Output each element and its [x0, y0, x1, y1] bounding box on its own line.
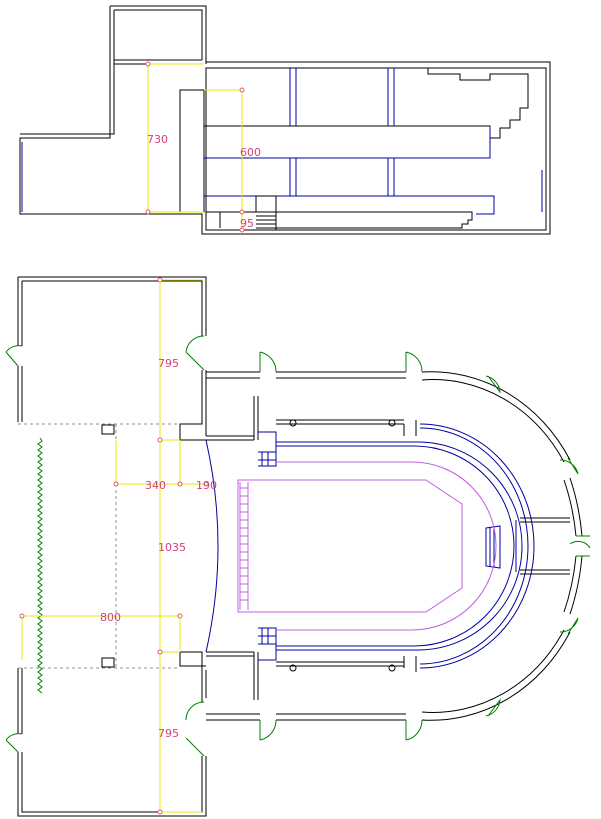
door-auditorium-3: [485, 375, 501, 394]
section-dim-label-600: 600: [240, 146, 261, 159]
plan-auditorium-wall-right: [563, 477, 583, 615]
section-columns: [289, 68, 395, 196]
section-stair: [256, 211, 276, 229]
door-auditorium-2: [405, 351, 423, 373]
door-wing-top: [185, 335, 205, 371]
plan-pillar-bottom: [101, 657, 115, 668]
door-wing-bottom: [185, 701, 205, 757]
plan-dim-label-340: 340: [145, 479, 166, 492]
floor-plan: 795 340 190 1035 800 795: [5, 276, 591, 817]
plan-column-2: [388, 419, 396, 427]
plan-dim-label-190: 190: [196, 479, 217, 492]
section-outline-inner: [205, 67, 547, 231]
door-auditorium-6: [559, 617, 579, 635]
door-auditorium-1: [259, 351, 277, 373]
plan-column-4: [388, 664, 396, 672]
door-auditorium-9: [405, 719, 423, 741]
plan-dimension-nodes: [19, 277, 209, 815]
section-dim-label-95: 95: [240, 217, 254, 230]
plan-column-1: [289, 419, 297, 427]
section-view: 730 600 95: [19, 5, 551, 235]
plan-auditorium-wall-bottom: [206, 629, 571, 721]
plan-doors: [5, 335, 591, 757]
door-left-bottom: [5, 733, 23, 753]
section-upper-floor: [204, 126, 491, 159]
door-auditorium-7: [485, 698, 501, 717]
plan-dim-label-795-bottom: 795: [158, 727, 179, 740]
section-dim-label-730: 730: [147, 133, 168, 146]
section-seating-steps: [206, 195, 473, 230]
door-auditorium-8: [259, 719, 277, 741]
plan-curtain: [37, 437, 43, 694]
plan-auditorium-wall-top: [206, 371, 571, 463]
plan-hidden-lines: [18, 423, 180, 669]
plan-side-link: [520, 517, 570, 575]
section-lower-floor: [204, 195, 495, 215]
plan-stage: [237, 461, 497, 631]
section-dim-nodes: [145, 61, 245, 233]
plan-proscenium-curve: [205, 439, 219, 653]
section-dim-line-730: [147, 63, 204, 213]
plan-dim-label-1035: 1035: [158, 541, 186, 554]
door-auditorium-4: [559, 457, 579, 475]
door-auditorium-5: [569, 535, 591, 557]
plan-dim-label-800: 800: [100, 611, 121, 624]
plan-corridor: [206, 396, 417, 700]
plan-column-3: [289, 664, 297, 672]
door-left-top: [5, 345, 23, 367]
plan-dimension-lines: [21, 279, 206, 813]
plan-dim-label-795-top: 795: [158, 357, 179, 370]
section-tower-outline: [19, 5, 551, 235]
section-stepped-contour: [204, 68, 529, 139]
section-stage-block: [179, 89, 205, 213]
plan-stage-steps: [240, 487, 248, 601]
plan-pillar-top: [101, 424, 115, 435]
plan-seating-rings: [258, 423, 535, 669]
section-dim-line-600: [204, 89, 243, 230]
